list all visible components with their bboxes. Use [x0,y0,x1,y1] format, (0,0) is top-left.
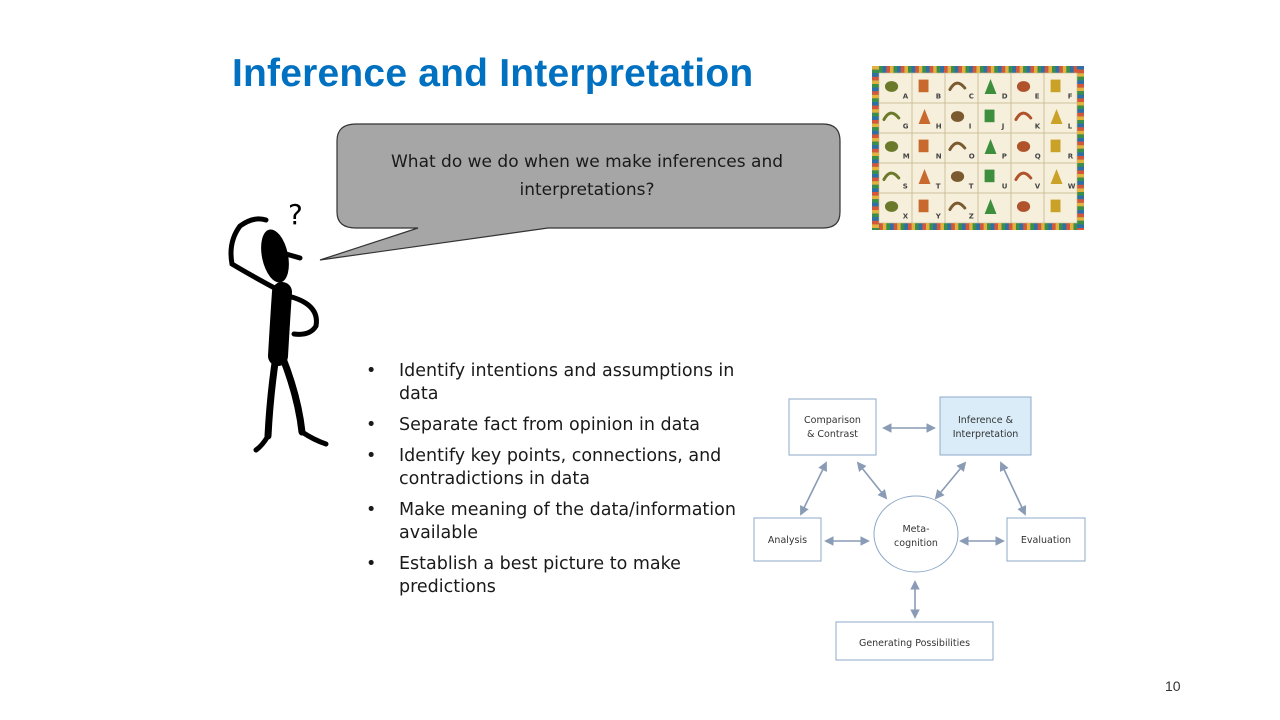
svg-text:Analysis: Analysis [768,535,807,546]
bullet-item: Identify intentions and assumptions in d… [362,360,762,406]
svg-text:Inference &: Inference & [958,415,1014,426]
bullet-item: Separate fact from opinion in data [362,414,762,437]
svg-text:N: N [936,153,942,161]
svg-text:C: C [969,93,974,101]
svg-text:T: T [969,183,974,191]
node-evaluation: Evaluation [1006,517,1086,562]
bullet-list: Identify intentions and assumptions in d… [362,360,762,607]
question-mark: ? [288,198,303,231]
svg-text:U: U [1002,183,1008,191]
svg-text:T: T [936,183,941,191]
svg-text:Interpretation: Interpretation [953,429,1019,440]
svg-text:B: B [936,93,941,101]
svg-text:A: A [903,93,909,101]
svg-text:I: I [969,123,972,131]
svg-text:S: S [903,183,908,191]
svg-text:& Contrast: & Contrast [807,429,858,440]
hieroglyph-alphabet-image: A B C D E F G H I J K L M N O P Q R S T T U V W X Y Z [872,66,1084,230]
svg-text:Generating Possibilities: Generating Possibilities [859,638,970,649]
arrow-comparison-analysis [800,461,827,516]
svg-text:Meta-: Meta- [902,524,929,535]
slide-title: Inference and Interpretation [232,52,754,95]
svg-text:D: D [1002,93,1008,101]
svg-text:V: V [1035,183,1041,191]
svg-text:L: L [1068,123,1073,131]
bullet-item: Establish a best picture to make predict… [362,553,762,599]
svg-text:H: H [936,123,942,131]
svg-text:Z: Z [969,213,974,221]
speech-bubble [319,123,841,261]
svg-text:Comparison: Comparison [804,415,861,426]
node-inference-interpretation: Inference & Interpretation [939,396,1032,456]
svg-text:W: W [1068,183,1076,191]
thinking-stick-figure: ? [228,198,329,453]
svg-text:X: X [903,213,909,221]
svg-text:Y: Y [935,213,942,221]
svg-text:J: J [1001,123,1005,131]
svg-text:R: R [1068,153,1074,161]
svg-text:G: G [903,123,909,131]
svg-text:E: E [1035,93,1040,101]
bullet-item: Identify key points, connections, and co… [362,445,762,491]
arrow-inference-metacognition [934,461,967,500]
svg-text:P: P [1002,153,1007,161]
svg-text:Evaluation: Evaluation [1021,535,1071,546]
svg-text:F: F [1068,93,1073,101]
arrow-inference-evaluation [999,461,1027,516]
svg-text:O: O [969,153,975,161]
page-number: 10 [1165,678,1181,694]
node-comparison-contrast: Comparison & Contrast [788,398,877,456]
svg-text:K: K [1035,123,1041,131]
bullet-item: Make meaning of the data/information ava… [362,499,762,545]
thinking-skills-diagram: Comparison & Contrast Inference & Interp… [753,396,1086,661]
svg-text:Q: Q [1035,153,1041,161]
svg-text:M: M [903,153,910,161]
node-generating-possibilities: Generating Possibilities [835,621,994,661]
node-metacognition: Meta- cognition [873,495,959,573]
svg-text:cognition: cognition [894,538,938,549]
arrow-comparison-metacognition [856,461,888,500]
speech-bubble-text: What do we do when we make inferences an… [390,152,784,200]
node-analysis: Analysis [753,517,822,562]
